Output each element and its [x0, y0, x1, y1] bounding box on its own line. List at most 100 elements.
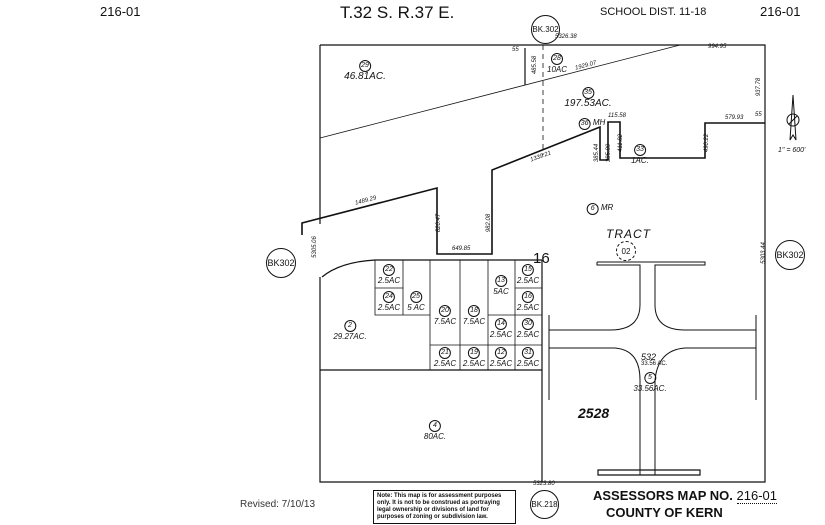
parcel-area: 1AC.: [631, 156, 649, 165]
parcel-number: 31: [521, 347, 534, 359]
section-number: 16: [533, 250, 550, 267]
north-arrow-icon: [786, 94, 800, 141]
parcel-36[interactable]: 36 MH: [578, 118, 606, 130]
parcel-number: 36: [578, 118, 591, 130]
parcel-area: 2.5AC: [377, 303, 401, 312]
tract-number[interactable]: 02: [616, 241, 636, 261]
parcel-area: 2.5AC: [489, 330, 513, 339]
township-range: T.32 S. R.37 E.: [340, 3, 455, 22]
parcel-number: 24: [382, 291, 395, 303]
stepped-boundary: [301, 121, 765, 255]
parcel-area: 197.53AC.: [564, 98, 612, 109]
revised-date: Revised: 7/10/13: [240, 499, 316, 510]
parcel-number: 19: [467, 347, 480, 359]
dimension: 5326.38: [555, 34, 577, 40]
parcel-area: 29.27AC.: [333, 332, 367, 341]
county-name: COUNTY OF KERN: [606, 505, 723, 520]
book-ref-top[interactable]: BK.302: [531, 15, 560, 44]
curve-road: [321, 259, 542, 278]
dimension: 115.58: [608, 113, 626, 119]
parcel-number: 16: [521, 291, 534, 303]
parcel-number: 5: [643, 372, 656, 384]
book-ref-right[interactable]: BK302: [775, 240, 805, 270]
parcel-area: 33.56AC.: [633, 384, 667, 393]
disclaimer-note: Note: This map is for assessment purpose…: [373, 490, 516, 524]
map-number-left: 216-01: [100, 4, 141, 19]
parcel-area: 2.5AC: [516, 303, 540, 312]
parcel-number: 25: [410, 291, 422, 303]
parcel-number: 22: [382, 264, 395, 276]
dimension: 5305.06: [311, 236, 318, 258]
outer-boundary: [319, 44, 766, 483]
parcel-area: 2.5AC: [433, 359, 457, 368]
parcel-area: 7.5AC: [433, 317, 457, 326]
diagonal-line: [319, 44, 681, 139]
parcel-area: 10AC: [546, 65, 568, 74]
parcel-number: 20: [438, 305, 451, 317]
dimension: 982.08: [486, 213, 493, 233]
parcel-area: 2.5AC: [516, 330, 540, 339]
tract-label: TRACT: [606, 227, 651, 241]
tract-number-2528: 2528: [578, 405, 610, 421]
dimension: 490.22: [704, 133, 711, 153]
parcel-area: MH: [592, 118, 606, 127]
dimension: 485.58: [532, 55, 539, 75]
parcel-number: 4: [428, 420, 441, 432]
small-parcel-grid: [374, 260, 542, 370]
parcel-area: 7.5AC: [462, 317, 486, 326]
parcel-number: 15: [521, 264, 534, 276]
parcel-area: 5 AC: [407, 303, 425, 312]
parcel-area: 80AC.: [423, 432, 447, 441]
assessors-map-number: 216-01: [736, 488, 778, 504]
dimension: 579.93: [725, 115, 744, 121]
dimension: 385.89: [606, 143, 613, 163]
parcel-area: 2.5AC: [516, 359, 540, 368]
tract-lot: 532: [641, 352, 657, 362]
book-ref-bottom[interactable]: BK.218: [530, 490, 559, 519]
dimension: 5323.80: [533, 481, 555, 487]
assessors-map-text: ASSESSORS MAP NO.: [593, 488, 733, 503]
book-ref-left[interactable]: BK302: [266, 248, 296, 278]
dimension: 820.47: [436, 213, 443, 233]
parcel-6[interactable]: 6 MR: [586, 203, 613, 215]
parcel-area: 2.5AC: [489, 359, 513, 368]
map-scale: 1" = 600': [778, 147, 806, 154]
parcel-number: 13: [495, 275, 507, 287]
parcel-number: 6: [586, 203, 599, 215]
parcel-number: 33: [633, 144, 646, 156]
tract-bottom-road: [597, 469, 701, 476]
assessors-map-label: ASSESSORS MAP NO. 216-01: [593, 488, 778, 504]
parcel-number: 14: [494, 318, 507, 330]
parcel-area: 2.5AC: [377, 276, 401, 285]
south-divider: [320, 260, 543, 482]
parcel-number: 2: [343, 320, 356, 332]
dimension: 994.95: [708, 44, 727, 50]
dimension: 937.78: [756, 77, 763, 97]
parcel-area: 5AC: [493, 287, 509, 296]
school-district: SCHOOL DIST. 11-18: [600, 6, 707, 18]
map-number-right: 216-01: [760, 4, 801, 19]
parcel-number: 28: [550, 53, 563, 65]
